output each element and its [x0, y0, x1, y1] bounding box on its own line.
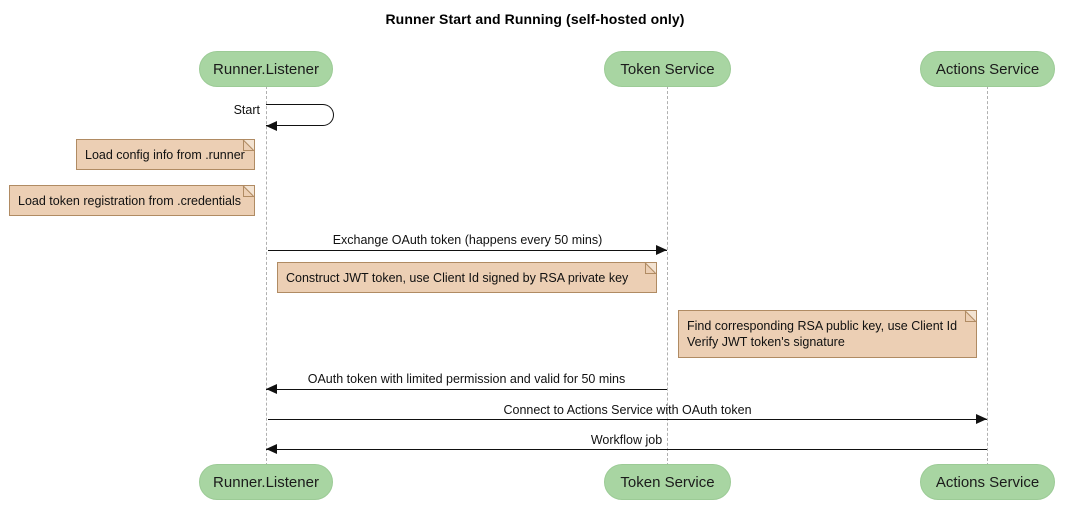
message-line-oauth-token-response — [266, 389, 667, 390]
note-text: Find corresponding RSA public key, use C… — [687, 319, 958, 349]
participant-actions-top[interactable]: Actions Service — [920, 51, 1055, 87]
participant-label: Actions Service — [935, 60, 1040, 78]
participant-token-top[interactable]: Token Service — [604, 51, 731, 87]
note-fold-icon — [965, 311, 976, 322]
lifeline-token — [667, 86, 668, 466]
message-label-exchange-oauth-token: Exchange OAuth token (happens every 50 m… — [332, 233, 603, 247]
message-line-workflow-job — [266, 449, 987, 450]
message-arrowhead-connect-actions-service — [976, 414, 987, 424]
message-arrowhead-oauth-token-response — [266, 384, 277, 394]
self-message-start-loop — [266, 104, 334, 126]
participant-label: Runner.Listener — [213, 473, 319, 491]
participant-label: Actions Service — [935, 473, 1040, 491]
note-text: Load config info from .runner — [85, 147, 245, 162]
message-label-start: Start — [233, 103, 260, 117]
note-construct-jwt: Construct JWT token, use Client Id signe… — [277, 262, 657, 293]
message-label-connect-actions-service: Connect to Actions Service with OAuth to… — [503, 403, 752, 417]
participant-runner-top[interactable]: Runner.Listener — [199, 51, 333, 87]
participant-label: Token Service — [620, 473, 715, 491]
note-fold-icon — [645, 263, 656, 274]
message-arrowhead-workflow-job — [266, 444, 277, 454]
page-title: Runner Start and Running (self-hosted on… — [385, 11, 685, 27]
note-text: Construct JWT token, use Client Id signe… — [286, 270, 629, 285]
participant-label: Token Service — [620, 60, 715, 78]
note-verify-jwt: Find corresponding RSA public key, use C… — [678, 310, 977, 358]
message-label-oauth-token-response: OAuth token with limited permission and … — [307, 372, 626, 386]
participant-token-bottom[interactable]: Token Service — [604, 464, 731, 500]
participant-actions-bottom[interactable]: Actions Service — [920, 464, 1055, 500]
note-fold-icon — [243, 140, 254, 151]
lifeline-actions — [987, 86, 988, 466]
note-load-token-registration: Load token registration from .credential… — [9, 185, 255, 216]
lifeline-runner — [266, 86, 267, 466]
note-load-config: Load config info from .runner — [76, 139, 255, 170]
self-message-start-arrowhead — [266, 121, 277, 131]
note-text: Load token registration from .credential… — [18, 193, 242, 208]
message-arrowhead-exchange-oauth-token — [656, 245, 667, 255]
message-line-connect-actions-service — [268, 419, 987, 420]
participant-label: Runner.Listener — [213, 60, 319, 78]
note-fold-icon — [243, 186, 254, 197]
participant-runner-bottom[interactable]: Runner.Listener — [199, 464, 333, 500]
message-line-exchange-oauth-token — [268, 250, 667, 251]
message-label-workflow-job: Workflow job — [590, 433, 663, 447]
